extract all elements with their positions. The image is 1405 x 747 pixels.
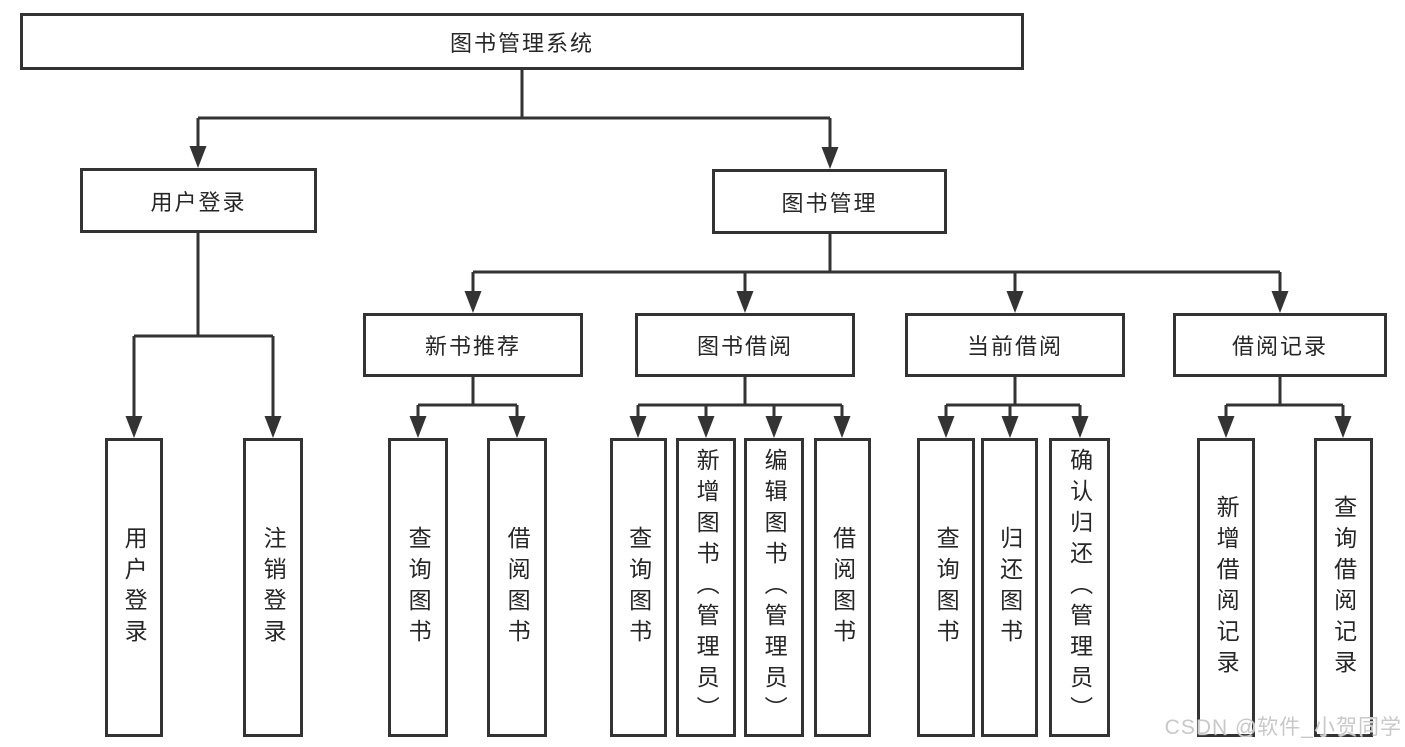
- node-current-borrowing: 当前借阅: [905, 313, 1125, 377]
- connector-lines: [132, 70, 1345, 417]
- leaf-return-books: 归还图书: [981, 438, 1038, 737]
- leaf-search-books-recommend: 查询图书: [388, 438, 448, 737]
- leaf-label: 查询借阅记录: [1330, 494, 1357, 681]
- node-label: 图书管理系统: [449, 30, 594, 56]
- leaf-label: 查询图书: [405, 525, 432, 650]
- leaf-search-books-borrowing: 查询图书: [610, 438, 667, 737]
- leaf-label: 归还图书: [996, 525, 1023, 650]
- leaf-user-login: 用户登录: [105, 438, 163, 737]
- node-label: 用户登录: [150, 189, 247, 215]
- node-new-book-recommendation: 新书推荐: [363, 313, 583, 377]
- leaf-label: 查询图书: [933, 525, 960, 650]
- leaf-label: 新增图书（管理员）: [693, 448, 720, 727]
- node-root: 图书管理系统: [20, 13, 1024, 70]
- leaf-search-books-current: 查询图书: [917, 438, 975, 737]
- leaf-label: 新增借阅记录: [1213, 494, 1240, 681]
- leaf-confirm-return-admin: 确认归还（管理员）: [1049, 438, 1110, 737]
- node-borrowing-records: 借阅记录: [1173, 313, 1387, 377]
- node-book-borrowing: 图书借阅: [635, 313, 855, 377]
- node-label: 借阅记录: [1231, 334, 1328, 359]
- leaf-add-borrow-record: 新增借阅记录: [1197, 438, 1255, 737]
- leaf-edit-books-admin: 编辑图书（管理员）: [744, 438, 804, 737]
- leaf-borrow-books-borrowing: 借阅图书: [814, 438, 871, 737]
- leaf-search-borrow-record: 查询借阅记录: [1314, 438, 1373, 737]
- leaf-logout: 注销登录: [243, 438, 303, 737]
- leaf-label: 注销登录: [260, 525, 287, 650]
- leaf-add-books-admin: 新增图书（管理员）: [676, 438, 736, 737]
- leaf-label: 查询图书: [625, 525, 652, 650]
- node-label: 当前借阅: [966, 334, 1063, 359]
- node-book-management: 图书管理: [712, 169, 947, 234]
- node-label: 新书推荐: [424, 334, 521, 359]
- leaf-label: 编辑图书（管理员）: [761, 448, 788, 727]
- node-label: 图书借阅: [696, 334, 793, 359]
- leaf-borrow-books-recommend: 借阅图书: [487, 438, 547, 737]
- watermark: CSDN @软件_小贺同学: [1164, 716, 1402, 739]
- arrowheads: [125, 146, 1352, 438]
- leaf-label: 借阅图书: [504, 525, 531, 650]
- node-label: 图书管理: [781, 190, 878, 216]
- leaf-label: 用户登录: [121, 525, 148, 650]
- leaf-label: 确认归还（管理员）: [1066, 448, 1093, 727]
- leaf-label: 借阅图书: [829, 525, 856, 650]
- node-user-login: 用户登录: [80, 168, 317, 233]
